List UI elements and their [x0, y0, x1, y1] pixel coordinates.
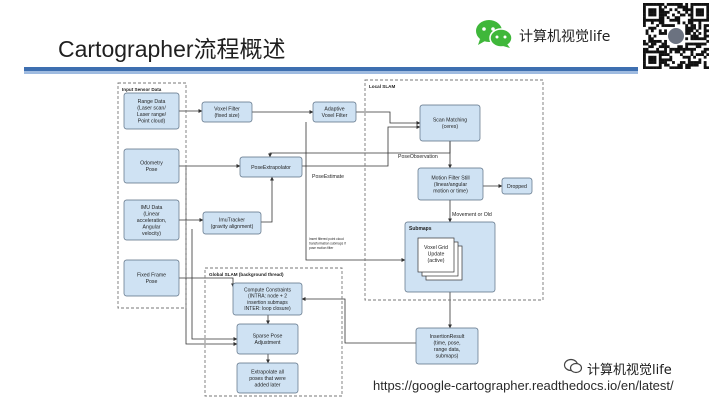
node-range-data-text: Point cloud): [138, 119, 166, 125]
node-extrapolate-poses-text: poses that were: [249, 376, 286, 382]
edge-adaptive-to-scanmatch: [356, 111, 421, 125]
node-imu-data-text: Angular: [143, 224, 161, 230]
node-motion-filter: [417, 167, 484, 201]
edge-tracker-to-extrapolator: [261, 176, 274, 223]
page-title: Cartographer流程概述: [58, 36, 286, 62]
brand-logo: 计算机视觉life: [474, 19, 611, 54]
node-adaptive-voxel-filter-text: Adaptive: [324, 107, 344, 113]
edge-filtered-cloud-to-submaps: [305, 122, 406, 262]
node-pose-extrapolator-text: PoseExtrapolator: [251, 165, 291, 171]
node-scan-matching: [419, 104, 481, 142]
node-sparse-pose-adjustment-text: Sparse Pose: [253, 334, 283, 340]
node-dropped: [501, 177, 533, 195]
node-imu-tracker-text: (gravity alignment): [211, 224, 254, 230]
node-adaptive-voxel-filter-text: Voxel Filter: [322, 113, 348, 119]
brand-name: 计算机视觉life: [519, 29, 611, 45]
node-sparse-pose-adjustment: [236, 323, 299, 355]
wechat-icon: [474, 19, 514, 54]
node-scan-matching-text: (ceres): [442, 124, 458, 130]
edge-poseestimate-to-scanmatch: [302, 125, 421, 167]
node-motion-filter-text: motion or time): [433, 188, 468, 194]
node-odometry-pose-text: Pose: [146, 167, 158, 173]
watermark: 计算机视觉life: [563, 358, 672, 379]
qr-code-icon: [643, 3, 710, 70]
node-imu-data-text: (Linear: [143, 211, 159, 217]
label-insert-note: transformation submaps if: [309, 241, 346, 245]
node-dropped-text: Dropped: [507, 184, 527, 190]
node-fixed-frame-pose-text: Fixed Frame: [137, 273, 166, 279]
node-voxel-grid-update-text: Voxel Grid: [424, 245, 448, 251]
node-compute-constraints-text: Compute Constraints: [244, 287, 291, 293]
node-pose-extrapolator: [239, 156, 303, 178]
label-pose-observation: PoseObservation: [398, 154, 438, 160]
node-range-data-text: (Laser scan/: [137, 106, 166, 112]
node-imu-data: [123, 199, 180, 241]
node-motion-filter-text: Motion Filter Still: [431, 175, 469, 181]
label-movement-or-old: Movement or Old: [452, 212, 492, 218]
group-global-slam: [204, 267, 343, 397]
group-input-sensor-data-label: Input Sensor Data: [122, 87, 162, 92]
label-pose-estimate: PoseEstimate: [312, 174, 344, 180]
node-compute-constraints-text: (INTRA: node + 2: [248, 294, 287, 300]
edge-insertion-to-constraints: [301, 297, 416, 344]
node-adaptive-voxel-filter: [312, 101, 357, 123]
group-local-slam-label: Local SLAM: [369, 84, 395, 89]
node-compute-constraints-text: INTER: loop closure): [244, 306, 291, 312]
group-local-slam: [364, 79, 544, 301]
node-voxel-grid-update-text: (active): [427, 258, 444, 264]
node-insertion-result-text: InsertionResult: [430, 334, 465, 340]
node-voxel-filter-text: (fixed size): [214, 113, 239, 119]
title-underline-light: [24, 71, 638, 74]
node-range-data: [123, 92, 180, 130]
node-imu-tracker-text: ImuTracker: [219, 218, 245, 224]
node-insertion-result: [415, 327, 479, 365]
node-scan-matching-text: Scan Matching: [433, 118, 467, 124]
node-fixed-frame-pose-text: Pose: [146, 279, 158, 285]
node-imu-data-text: IMU Data: [141, 205, 163, 211]
node-odometry-pose: [123, 148, 180, 184]
node-motion-filter-text: (linear/angular: [434, 182, 467, 188]
label-insert-note: pose motion filter: [309, 246, 334, 250]
watermark-text: 计算机视觉life: [587, 363, 672, 378]
node-voxel-filter: [201, 101, 253, 123]
node-voxel-grid-update-text: Update: [428, 252, 445, 258]
source-url[interactable]: https://google-cartographer.readthedocs.…: [373, 378, 674, 393]
node-extrapolate-poses-text: Extrapolate all: [251, 369, 284, 375]
group-global-slam-label: Global SLAM (background thread): [209, 272, 284, 277]
node-insertion-result-text: (time, pose,: [433, 341, 460, 347]
node-compute-constraints: [232, 282, 303, 316]
node-range-data-text: Range Data: [138, 99, 166, 105]
label-insert-note: Insert filtered point cloud: [309, 237, 344, 241]
node-range-data-text: Laser range/: [137, 112, 167, 118]
node-insertion-result-text: range data,: [434, 347, 460, 353]
node-submaps-title: Submaps: [409, 226, 432, 232]
node-imu-data-text: velocity): [142, 231, 161, 237]
node-imu-tracker: [202, 211, 262, 235]
voxel-grid-page: [417, 237, 455, 273]
node-odometry-pose-text: Odometry: [140, 161, 163, 167]
node-voxel-filter-text: Voxel Filter: [214, 107, 240, 113]
node-extrapolate-poses: [236, 362, 299, 394]
node-sparse-pose-adjustment-text: Adjustment: [255, 340, 282, 346]
group-input-sensor-data: [117, 82, 187, 309]
edge-imu-to-sparse: [191, 229, 238, 341]
node-insertion-result-text: submaps): [436, 354, 459, 360]
node-compute-constraints-text: insertion submaps: [247, 300, 288, 306]
wechat-icon-small: [563, 358, 583, 379]
title-underline: [24, 67, 638, 71]
node-extrapolate-poses-text: added later: [255, 382, 281, 388]
node-imu-data-text: acceleration,: [137, 218, 166, 224]
edge-fixedframe-to-constraints: [179, 277, 235, 288]
node-fixed-frame-pose: [123, 259, 180, 297]
edge-odometry-to-sparse: [185, 166, 238, 346]
